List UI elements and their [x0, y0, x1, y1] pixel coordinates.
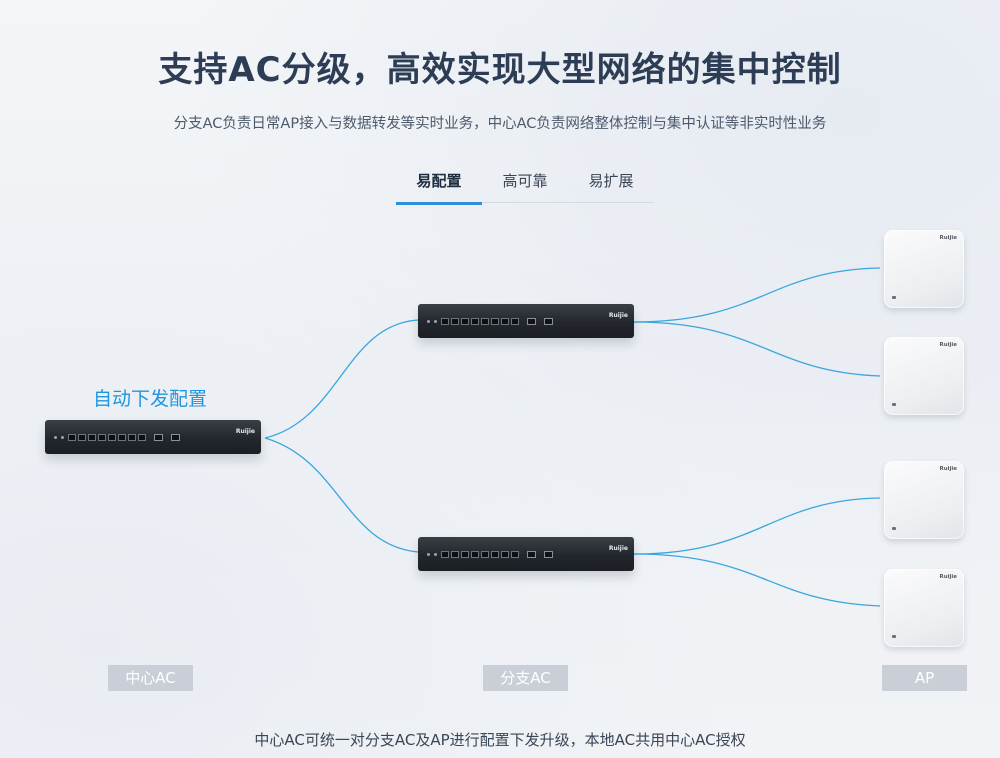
label-center-ac: 中心AC: [108, 665, 193, 691]
access-point-3: Ruijie: [884, 461, 964, 539]
ap-brand: Ruijie: [939, 574, 957, 580]
center-ac-device: Ruijie: [45, 420, 261, 454]
footer-note: 中心AC可统一对分支AC及AP进行配置下发升级，本地AC共用中心AC授权: [254, 731, 746, 749]
device-brand: Ruijie: [608, 312, 628, 319]
label-ap: AP: [882, 665, 967, 691]
ap-brand: Ruijie: [939, 342, 957, 348]
link-branch-bottom-ap-3: [633, 497, 881, 555]
device-brand: Ruijie: [608, 545, 628, 552]
label-branch-ac: 分支AC: [483, 665, 568, 691]
auto-config-annotation: 自动下发配置: [93, 388, 208, 410]
tab-bar: 易配置 高可靠 易扩展: [396, 166, 654, 205]
access-point-1: Ruijie: [884, 230, 964, 308]
link-center-branch-top: [264, 319, 419, 439]
tab-easy-expansion[interactable]: 易扩展: [588, 172, 634, 190]
tab-high-reliability[interactable]: 高可靠: [502, 172, 548, 190]
device-brand: Ruijie: [235, 428, 255, 435]
access-point-4: Ruijie: [884, 569, 964, 647]
link-branch-top-ap-1: [633, 267, 881, 323]
branch-ac-device-bottom: Ruijie: [418, 537, 634, 571]
ap-brand: Ruijie: [939, 235, 957, 241]
link-center-branch-bottom: [264, 437, 419, 553]
ap-brand: Ruijie: [939, 466, 957, 472]
tab-easy-config[interactable]: 易配置: [396, 166, 482, 205]
page-subtitle: 分支AC负责日常AP接入与数据转发等实时业务，中心AC负责网络整体控制与集中认证…: [173, 116, 827, 132]
page-title: 支持AC分级，高效实现大型网络的集中控制: [158, 50, 842, 90]
branch-ac-device-top: Ruijie: [418, 304, 634, 338]
link-branch-top-ap-2: [633, 321, 881, 377]
access-point-2: Ruijie: [884, 337, 964, 415]
link-branch-bottom-ap-4: [633, 553, 881, 607]
